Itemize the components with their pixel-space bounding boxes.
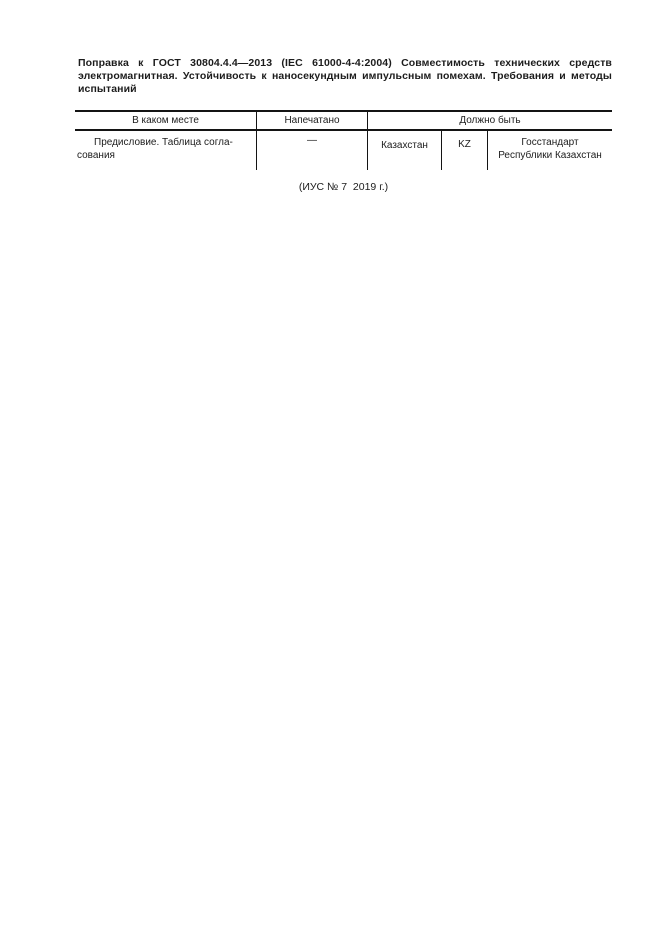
col-header-should-be: Должно быть bbox=[459, 114, 521, 126]
amendment-title-line-3: испытаний bbox=[78, 83, 137, 95]
cell-printed: — bbox=[257, 131, 368, 170]
col-header-printed: Напечатано bbox=[257, 112, 368, 129]
corrections-table: В каком месте Напечатано Должно быть Пре… bbox=[75, 110, 612, 170]
amendment-title-line-1: Поправка к ГОСТ 30804.4.4—2013 (IEC 6100… bbox=[78, 57, 612, 69]
amendment-title: Поправка к ГОСТ 30804.4.4—2013 (IEC 6100… bbox=[78, 57, 612, 96]
corrections-table-row: Предисловие. Таблица согла-сования — Каз… bbox=[75, 131, 612, 170]
ius-reference: (ИУС № 7 2019 г.) bbox=[298, 181, 389, 193]
cell-should-be-country: Казахстан bbox=[368, 131, 442, 170]
cell-location-line-1: Предисловие. Таблица согла- bbox=[94, 137, 233, 148]
corrections-table-header-row: В каком месте Напечатано Должно быть bbox=[75, 110, 612, 131]
cell-location-line-2: сования bbox=[77, 150, 115, 161]
cell-location: Предисловие. Таблица согла-сования bbox=[75, 131, 257, 170]
col-header-location: В каком месте bbox=[75, 112, 257, 129]
cell-should-be-code: KZ bbox=[442, 131, 488, 170]
cell-should-be-authority-line-1: Госстандарт bbox=[521, 137, 579, 148]
cell-should-be-authority-line-2: Республики Казахстан bbox=[498, 150, 602, 161]
amendment-title-line-2: электромагнитная. Устойчивость к наносек… bbox=[78, 70, 612, 82]
